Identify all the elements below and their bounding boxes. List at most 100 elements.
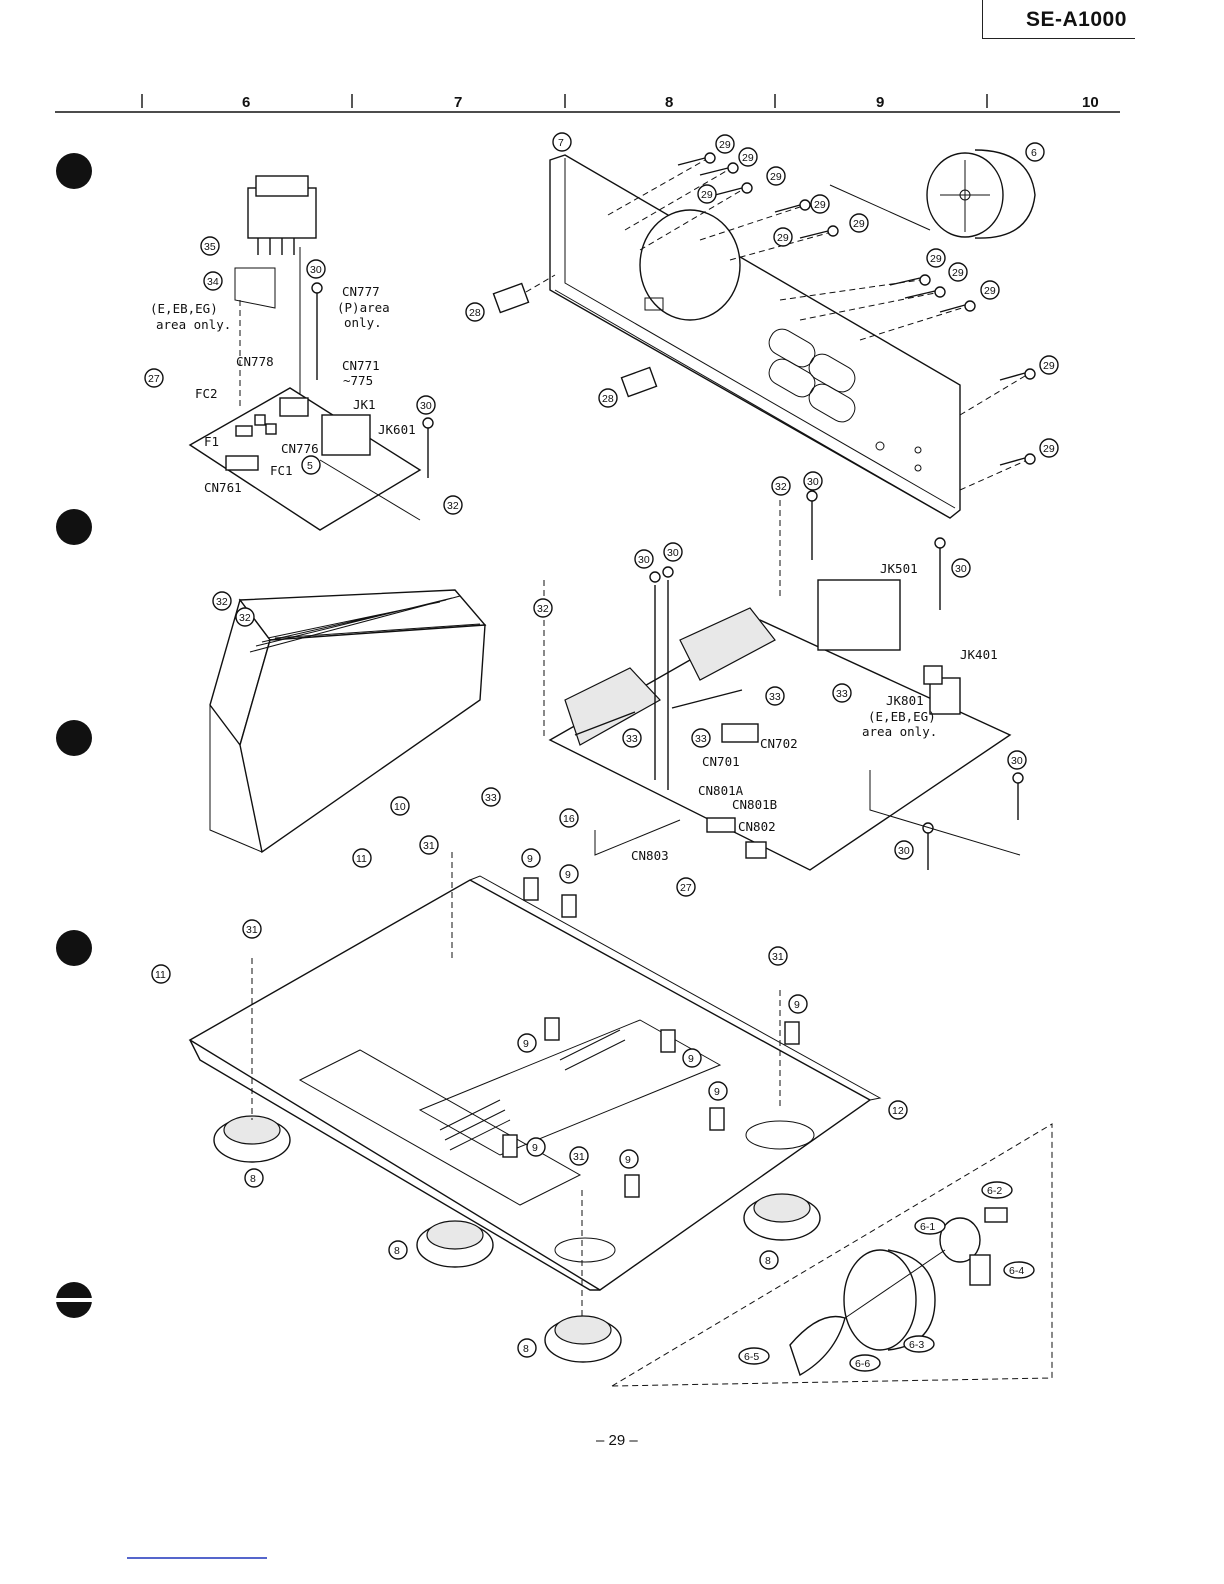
svg-text:29: 29: [930, 253, 942, 265]
svg-text:30: 30: [667, 547, 679, 559]
callout-32: 32: [771, 476, 791, 496]
svg-text:6-5: 6-5: [744, 1351, 759, 1363]
callout-29: 29: [1039, 355, 1059, 375]
svg-text:28: 28: [602, 393, 614, 405]
callout-10: 10: [390, 796, 410, 816]
svg-text:31: 31: [772, 951, 784, 963]
svg-text:33: 33: [695, 733, 707, 745]
callout-8: 8: [244, 1168, 264, 1188]
callout-6-4: 6-4: [1003, 1261, 1035, 1279]
board-labels: CN777 (P)area only. (E,EB,EG) area only.…: [150, 284, 998, 863]
svg-text:9: 9: [714, 1086, 720, 1098]
callout-9: 9: [708, 1081, 728, 1101]
svg-text:31: 31: [573, 1151, 585, 1163]
svg-text:30: 30: [1011, 755, 1023, 767]
label-jk801: JK801: [886, 693, 924, 708]
callout-9: 9: [521, 848, 541, 868]
callout-32: 32: [533, 598, 553, 618]
svg-text:29: 29: [777, 232, 789, 244]
callout-27: 27: [144, 368, 164, 388]
callout-30: 30: [634, 549, 654, 569]
label-jk601: JK601: [378, 422, 416, 437]
label-cn702: CN702: [760, 736, 798, 751]
callout-29: 29: [715, 134, 735, 154]
callout-6-6: 6-6: [849, 1354, 881, 1372]
callout-29: 29: [849, 213, 869, 233]
column-label: 6: [242, 94, 250, 111]
svg-text:9: 9: [688, 1053, 694, 1065]
svg-text:29: 29: [701, 189, 713, 201]
callout-30: 30: [1007, 750, 1027, 770]
svg-text:33: 33: [485, 792, 497, 804]
svg-text:11: 11: [155, 969, 166, 981]
label-f1: F1: [204, 434, 219, 449]
callout-6-2: 6-2: [981, 1181, 1013, 1199]
callout-29: 29: [738, 147, 758, 167]
callout-9: 9: [619, 1149, 639, 1169]
cooling-fan-top: [926, 149, 1036, 239]
callout-29: 29: [773, 227, 793, 247]
callout-6-5: 6-5: [738, 1347, 770, 1365]
svg-text:29: 29: [1043, 360, 1055, 372]
label-fc2: FC2: [195, 386, 218, 401]
svg-text:30: 30: [807, 476, 819, 488]
svg-text:34: 34: [207, 276, 219, 288]
svg-text:10: 10: [394, 801, 406, 813]
binder-hole: [56, 930, 92, 966]
callout-32: 32: [443, 495, 463, 515]
callout-31: 31: [768, 946, 788, 966]
svg-text:29: 29: [1043, 443, 1055, 455]
callout-6-1: 6-1: [914, 1217, 946, 1235]
callout-11: 11: [352, 848, 372, 868]
svg-text:31: 31: [423, 840, 435, 852]
svg-text:30: 30: [420, 400, 432, 412]
callout-16: 16: [559, 808, 579, 828]
callout-31: 31: [242, 919, 262, 939]
svg-text:35: 35: [204, 241, 216, 253]
callout-34: 34: [203, 271, 223, 291]
svg-text:27: 27: [148, 373, 160, 385]
callout-27: 27: [676, 877, 696, 897]
callout-29: 29: [926, 248, 946, 268]
svg-text:9: 9: [565, 869, 571, 881]
callout-33: 33: [622, 728, 642, 748]
label-area-only: area only.: [156, 317, 231, 332]
svg-text:11: 11: [356, 853, 367, 865]
svg-text:30: 30: [638, 554, 650, 566]
chassis-base: [188, 875, 882, 1291]
callout-9: 9: [682, 1048, 702, 1068]
svg-text:9: 9: [625, 1154, 631, 1166]
svg-text:32: 32: [239, 612, 251, 624]
callout-12: 12: [888, 1100, 908, 1120]
label-cn801a: CN801A: [698, 783, 744, 798]
svg-text:8: 8: [394, 1245, 400, 1257]
svg-text:7: 7: [558, 137, 564, 149]
fan-exploded-view: [611, 1123, 1053, 1387]
callout-28: 28: [465, 302, 485, 322]
page-number: – 29 –: [596, 1432, 638, 1449]
label-area-only-2: area only.: [862, 724, 937, 739]
callout-29: 29: [766, 166, 786, 186]
callout-30: 30: [416, 395, 436, 415]
callout-8: 8: [517, 1338, 537, 1358]
callout-8: 8: [388, 1240, 408, 1260]
svg-text:8: 8: [523, 1343, 529, 1355]
callout-7: 7: [552, 132, 572, 152]
svg-text:33: 33: [769, 691, 781, 703]
callout-6-3: 6-3: [903, 1335, 935, 1353]
model-box: [982, 0, 1135, 39]
label-cn761: CN761: [204, 480, 242, 495]
callout-30: 30: [663, 542, 683, 562]
callout-8: 8: [759, 1250, 779, 1270]
callout-32: 32: [212, 591, 232, 611]
label-only: only.: [344, 315, 382, 330]
model-number: SE-A1000: [1026, 8, 1127, 31]
label-jk501: JK501: [880, 561, 918, 576]
callout-33: 33: [765, 686, 785, 706]
label-cn801b: CN801B: [732, 797, 777, 812]
label-cn777: CN777: [342, 284, 380, 299]
callout-29: 29: [697, 184, 717, 204]
svg-text:9: 9: [523, 1038, 529, 1050]
